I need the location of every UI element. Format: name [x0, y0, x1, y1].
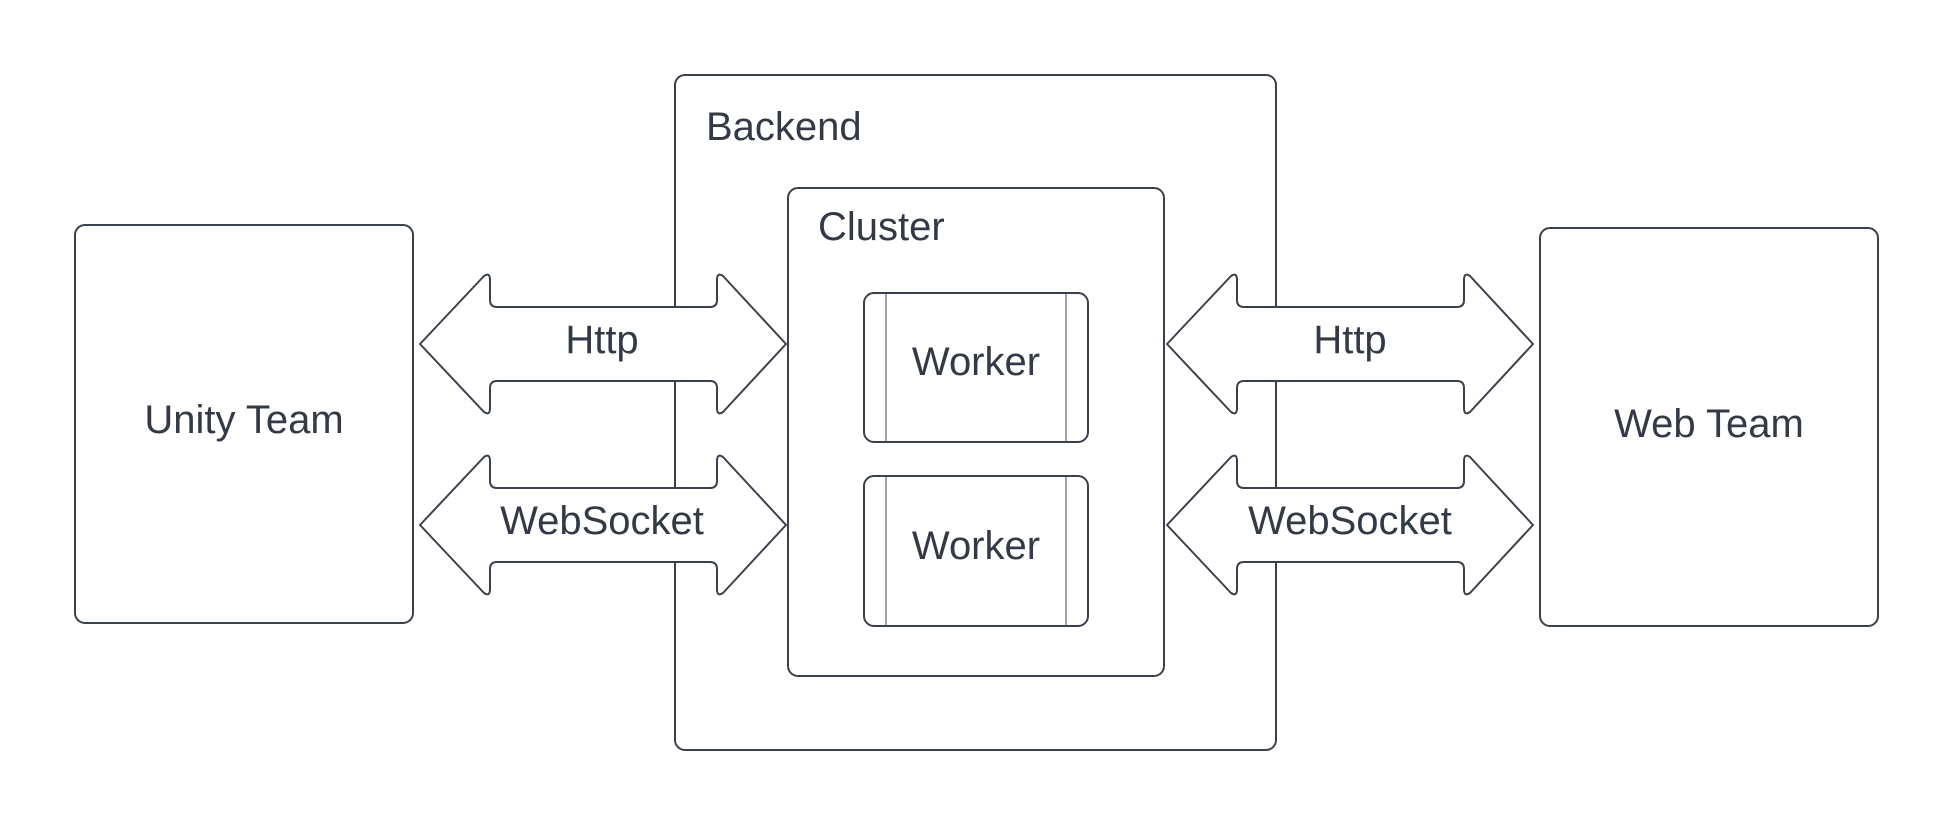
left-http-label: Http: [565, 318, 638, 362]
worker-node: Worker: [863, 475, 1089, 627]
right-http-label: Http: [1313, 318, 1386, 362]
right-websocket-connection: WebSocket: [1166, 454, 1534, 596]
double-arrow-icon: [1166, 273, 1534, 415]
worker-label: Worker: [912, 340, 1040, 384]
double-arrow-icon: [419, 454, 787, 596]
worker-box: [863, 475, 1089, 627]
unity-team-box: [74, 224, 414, 624]
right-http-connection: Http: [1166, 273, 1534, 415]
left-http-connection: Http: [419, 273, 787, 415]
left-websocket-label: WebSocket: [500, 499, 704, 543]
left-websocket-connection: WebSocket: [419, 454, 787, 596]
unity-team-label: Unity Team: [144, 398, 343, 442]
double-arrow-icon: [1166, 454, 1534, 596]
worker-label: Worker: [912, 524, 1040, 568]
worker-box: [863, 292, 1089, 443]
worker-node: Worker: [863, 292, 1089, 443]
backend-label: Backend: [706, 105, 862, 149]
right-websocket-label: WebSocket: [1248, 499, 1452, 543]
cluster-label: Cluster: [818, 205, 945, 249]
web-team-label: Web Team: [1614, 402, 1804, 446]
web-team-box: [1539, 227, 1879, 627]
double-arrow-icon: [419, 273, 787, 415]
